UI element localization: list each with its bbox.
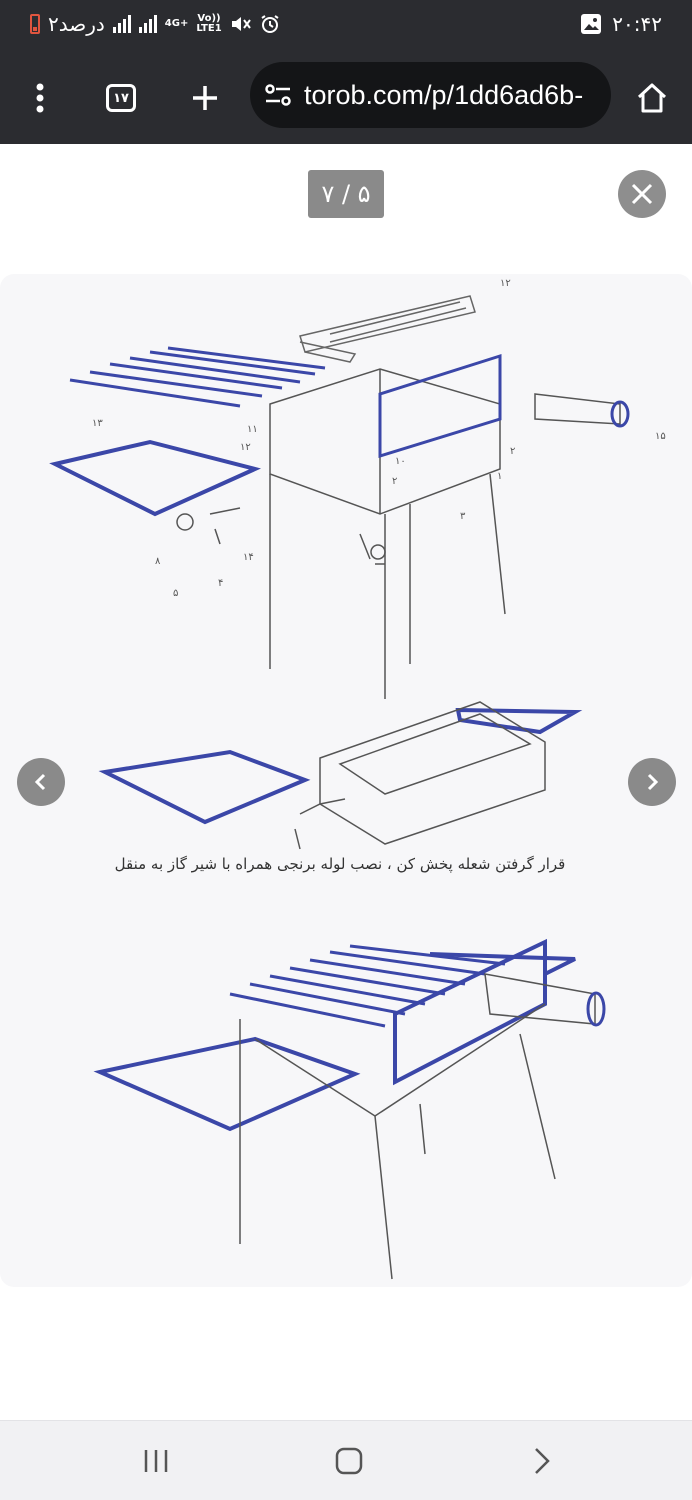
svg-text:۱۲: ۱۲ [240,442,251,453]
tab-switcher-button[interactable]: ۱۷ [93,70,149,126]
middle-shelf [98,749,311,825]
svg-text:۱۰: ۱۰ [395,456,406,467]
svg-text:۱۳: ۱۳ [92,418,103,429]
battery-text: ۲درصد [48,12,105,36]
new-tab-button[interactable] [177,70,233,126]
svg-text:۱: ۱ [497,471,502,482]
home-button[interactable] [624,70,680,126]
bottom-skewers [229,944,506,1028]
middle-body [294,701,546,850]
chevron-right-icon [535,1448,550,1474]
menu-button[interactable] [12,70,68,126]
svg-text:۱۲: ۱۲ [500,278,511,289]
chevron-left-icon [34,773,46,791]
chevron-right-icon [647,773,659,791]
side-shelf [49,439,262,517]
previous-image-button[interactable] [17,758,65,806]
url-text: torob.com/p/1dd6ad6b- [304,79,584,110]
burner [534,393,630,428]
back-nav-button[interactable] [512,1441,572,1481]
svg-text:۲: ۲ [510,446,515,457]
lte-label: LTE1 [196,23,222,34]
volte-indicator: Vo)) LTE1 [196,14,221,34]
browser-toolbar: ۱۷ torob.com/p/1dd6ad6b- [0,52,692,144]
svg-text:۴: ۴ [218,578,223,589]
gallery-header: ۷ / ۵ [0,144,692,274]
close-icon [631,183,653,205]
site-settings-icon[interactable] [264,83,292,107]
home-icon [637,83,667,113]
clock: ۲۰:۴۲ [612,12,662,36]
side-panel [378,353,502,459]
status-right: ۲۰:۴۲ [580,12,662,36]
image-counter: ۷ / ۵ [308,170,384,218]
svg-text:۸: ۸ [155,556,161,567]
home-nav-button[interactable] [319,1441,379,1481]
alarm-icon [261,15,279,33]
signal-icon [112,15,131,33]
status-left: ۲درصد 4G+ Vo)) LTE1 [30,12,280,36]
more-vert-icon [36,83,44,113]
close-gallery-button[interactable] [618,170,666,218]
network-type: 4G+ [164,18,189,29]
status-bar: ۲درصد 4G+ Vo)) LTE1 ۲۰:۴۲ [0,0,692,52]
volte-label: Vo)) [197,13,221,24]
svg-text:۱۵: ۱۵ [655,431,666,442]
skewers [69,346,326,408]
svg-text:۲: ۲ [392,476,397,487]
bottom-body [239,973,596,1280]
middle-shelf-right [455,707,583,735]
svg-text:۳: ۳ [460,511,466,522]
bottom-shelf [93,1036,361,1132]
next-image-button[interactable] [628,758,676,806]
image-notification-icon [581,14,602,34]
recent-apps-button[interactable] [126,1441,186,1481]
diagram-caption: قرار گرفتن شعله پخش کن ، نصب لوله برنجی … [114,855,566,873]
grill-body [269,368,506,699]
svg-text:۱۱: ۱۱ [247,424,258,435]
battery-icon [30,14,40,34]
signal-icon-2 [138,15,157,33]
svg-text:۵: ۵ [173,588,178,599]
grill-rack [299,295,476,363]
address-bar[interactable]: torob.com/p/1dd6ad6b- [250,62,611,128]
svg-text:۱۴: ۱۴ [243,552,254,563]
tab-count: ۱۷ [106,84,136,112]
system-nav-bar [0,1420,692,1500]
recents-icon [144,1450,168,1472]
plus-icon [193,86,217,110]
mute-icon [231,17,251,31]
home-square-icon [335,1447,363,1475]
